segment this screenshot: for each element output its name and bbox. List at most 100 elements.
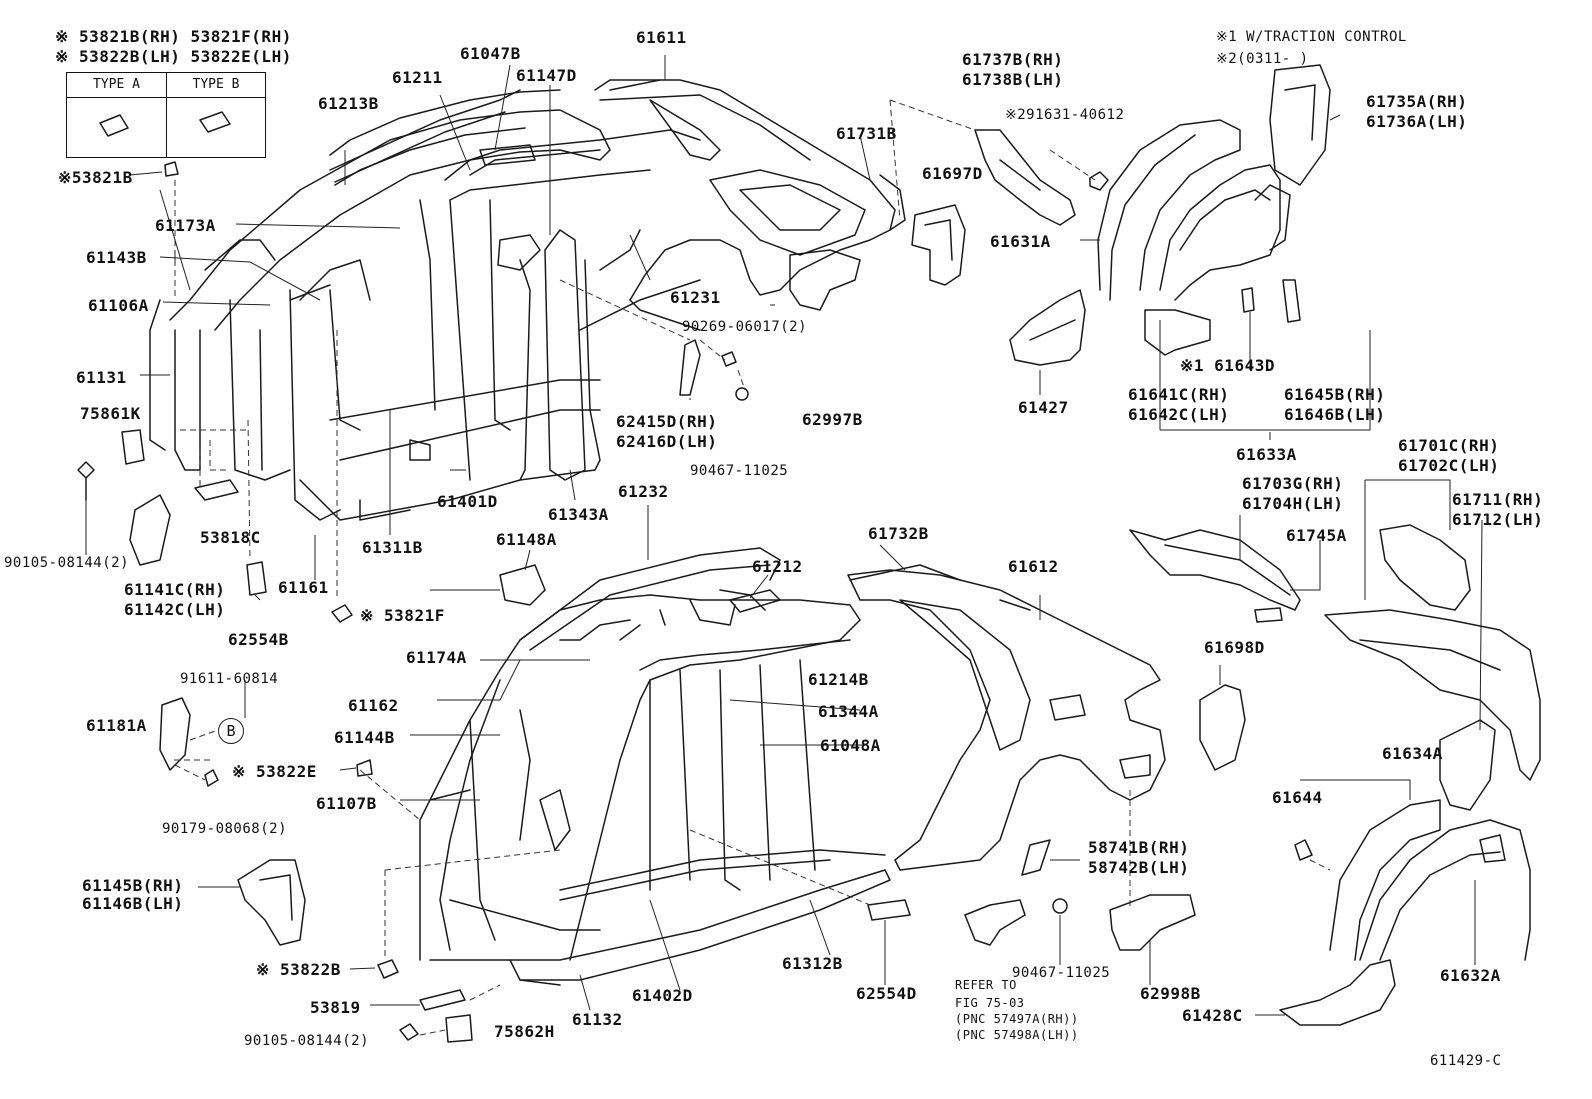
- label-61642c: 61642C(LH): [1128, 405, 1230, 424]
- part-62554d: [867, 899, 911, 921]
- refer-line-4: (PNC 57498A(LH)): [955, 1028, 1079, 1042]
- label-90105-b: 90105-08144(2): [244, 1033, 370, 1049]
- label-61212: 61212: [752, 557, 803, 576]
- part-90179: [204, 769, 219, 787]
- label-61646b: 61646B(LH): [1284, 405, 1386, 424]
- refer-line-1: REFER TO: [955, 978, 1017, 992]
- part-53822e: [356, 759, 373, 777]
- label-61344a: 61344A: [818, 702, 879, 721]
- label-61427: 61427: [1018, 398, 1069, 417]
- part-58741b: [1021, 839, 1051, 876]
- label-61047b: 61047B: [460, 44, 521, 63]
- wheel-housing-61631a: [1097, 119, 1291, 301]
- icon-type-b: [199, 111, 231, 133]
- callout-b-circle: B: [218, 718, 244, 744]
- part-61181a: [159, 697, 191, 771]
- label-61737b: 61737B(RH): [962, 50, 1064, 69]
- label-53818c: 53818C: [200, 528, 261, 547]
- label-61211: 61211: [392, 68, 443, 87]
- label-61735a: 61735A(RH): [1366, 92, 1468, 111]
- part-61645b: [1282, 279, 1301, 323]
- note-clip-rh: ※ 53821B(RH) 53821F(RH): [55, 27, 292, 46]
- label-53821b: ※53821B: [58, 168, 133, 187]
- note-date-range: ※2(0311- ): [1216, 51, 1309, 67]
- part-75861k: [121, 429, 145, 465]
- label-61311b: 61311B: [362, 538, 423, 557]
- part-61701c: [1379, 524, 1471, 611]
- label-61147d: 61147D: [516, 66, 577, 85]
- part-62554b: [246, 561, 267, 596]
- part-61212: [729, 589, 781, 613]
- label-61711: 61711(RH): [1452, 490, 1544, 509]
- label-62416d: 62416D(LH): [616, 432, 718, 451]
- label-61144b: 61144B: [334, 728, 395, 747]
- note-clip-lh: ※ 53822B(LH) 53822E(LH): [55, 47, 292, 66]
- part-61731b: [879, 174, 906, 231]
- label-53822b: ※ 53822B: [256, 960, 341, 979]
- icon-type-a: [99, 114, 129, 137]
- label-61141c: 61141C(RH): [124, 580, 226, 599]
- label-61703g: 61703G(RH): [1242, 474, 1344, 493]
- part-61634a: [1329, 799, 1531, 961]
- label-61107b: 61107B: [316, 794, 377, 813]
- clip-291631: [1089, 171, 1109, 191]
- part-61145b: [237, 859, 306, 946]
- label-61142c: 61142C(LH): [124, 600, 226, 619]
- label-61631a: 61631A: [990, 232, 1051, 251]
- label-62415d: 62415D(RH): [616, 412, 718, 431]
- label-61174a: 61174A: [406, 648, 467, 667]
- label-61173a: 61173A: [155, 216, 216, 235]
- part-62415d: [679, 339, 701, 396]
- type-a-header: TYPE A: [67, 73, 166, 98]
- label-61312b: 61312B: [782, 954, 843, 973]
- label-61633a: 61633A: [1236, 445, 1297, 464]
- part-57497a: [964, 899, 1026, 946]
- label-61132: 61132: [572, 1010, 623, 1029]
- label-291631: ※291631-40612: [1005, 107, 1125, 123]
- part-62998b: [1109, 894, 1196, 951]
- label-90179: 90179-08068(2): [162, 821, 288, 837]
- label-62554d: 62554D: [856, 984, 917, 1003]
- label-61641c: 61641C(RH): [1128, 385, 1230, 404]
- label-53821f: ※ 53821F: [360, 606, 445, 625]
- label-61145b: 61145B(RH): [82, 876, 184, 895]
- type-b-header: TYPE B: [167, 73, 265, 98]
- part-61703g: [1129, 529, 1301, 611]
- label-61148a: 61148A: [496, 530, 557, 549]
- label-61161: 61161: [278, 578, 329, 597]
- label-58741b: 58741B(RH): [1088, 838, 1190, 857]
- label-61732b: 61732B: [868, 524, 929, 543]
- label-61343a: 61343A: [548, 505, 609, 524]
- label-61428c: 61428C: [1182, 1006, 1243, 1025]
- label-90269: 90269-06017(2): [682, 319, 808, 335]
- label-75861k: 75861K: [80, 404, 141, 423]
- label-61162: 61162: [348, 696, 399, 715]
- label-53819: 53819: [310, 998, 361, 1017]
- label-90105-a: 90105-08144(2): [4, 555, 130, 571]
- part-62997b: [789, 249, 861, 311]
- clip-90467: [735, 387, 749, 401]
- label-61712: 61712(LH): [1452, 510, 1544, 529]
- part-61643d: [1241, 287, 1255, 313]
- part-61427: [1009, 289, 1086, 366]
- part-53822b: [377, 959, 399, 979]
- label-61643d: ※1 61643D: [1180, 356, 1275, 375]
- label-61131: 61131: [76, 368, 127, 387]
- type-legend-box: TYPE A TYPE B: [66, 72, 266, 158]
- part-61697d: [911, 204, 966, 286]
- label-61401d: 61401D: [437, 492, 498, 511]
- part-61641c: [1144, 309, 1211, 356]
- part-61148a: [499, 564, 546, 606]
- label-61231: 61231: [670, 288, 721, 307]
- label-61645b: 61645B(RH): [1284, 385, 1386, 404]
- label-61402d: 61402D: [632, 986, 693, 1005]
- refer-line-2: FIG 75-03: [955, 996, 1025, 1010]
- label-61745a: 61745A: [1286, 526, 1347, 545]
- label-61213b: 61213B: [318, 94, 379, 113]
- type-b-cell: TYPE B: [166, 73, 265, 157]
- label-61146b: 61146B(LH): [82, 894, 184, 913]
- bolt-90105-b: [399, 1023, 419, 1041]
- part-61141c: [129, 494, 171, 566]
- part-61644: [1294, 839, 1313, 861]
